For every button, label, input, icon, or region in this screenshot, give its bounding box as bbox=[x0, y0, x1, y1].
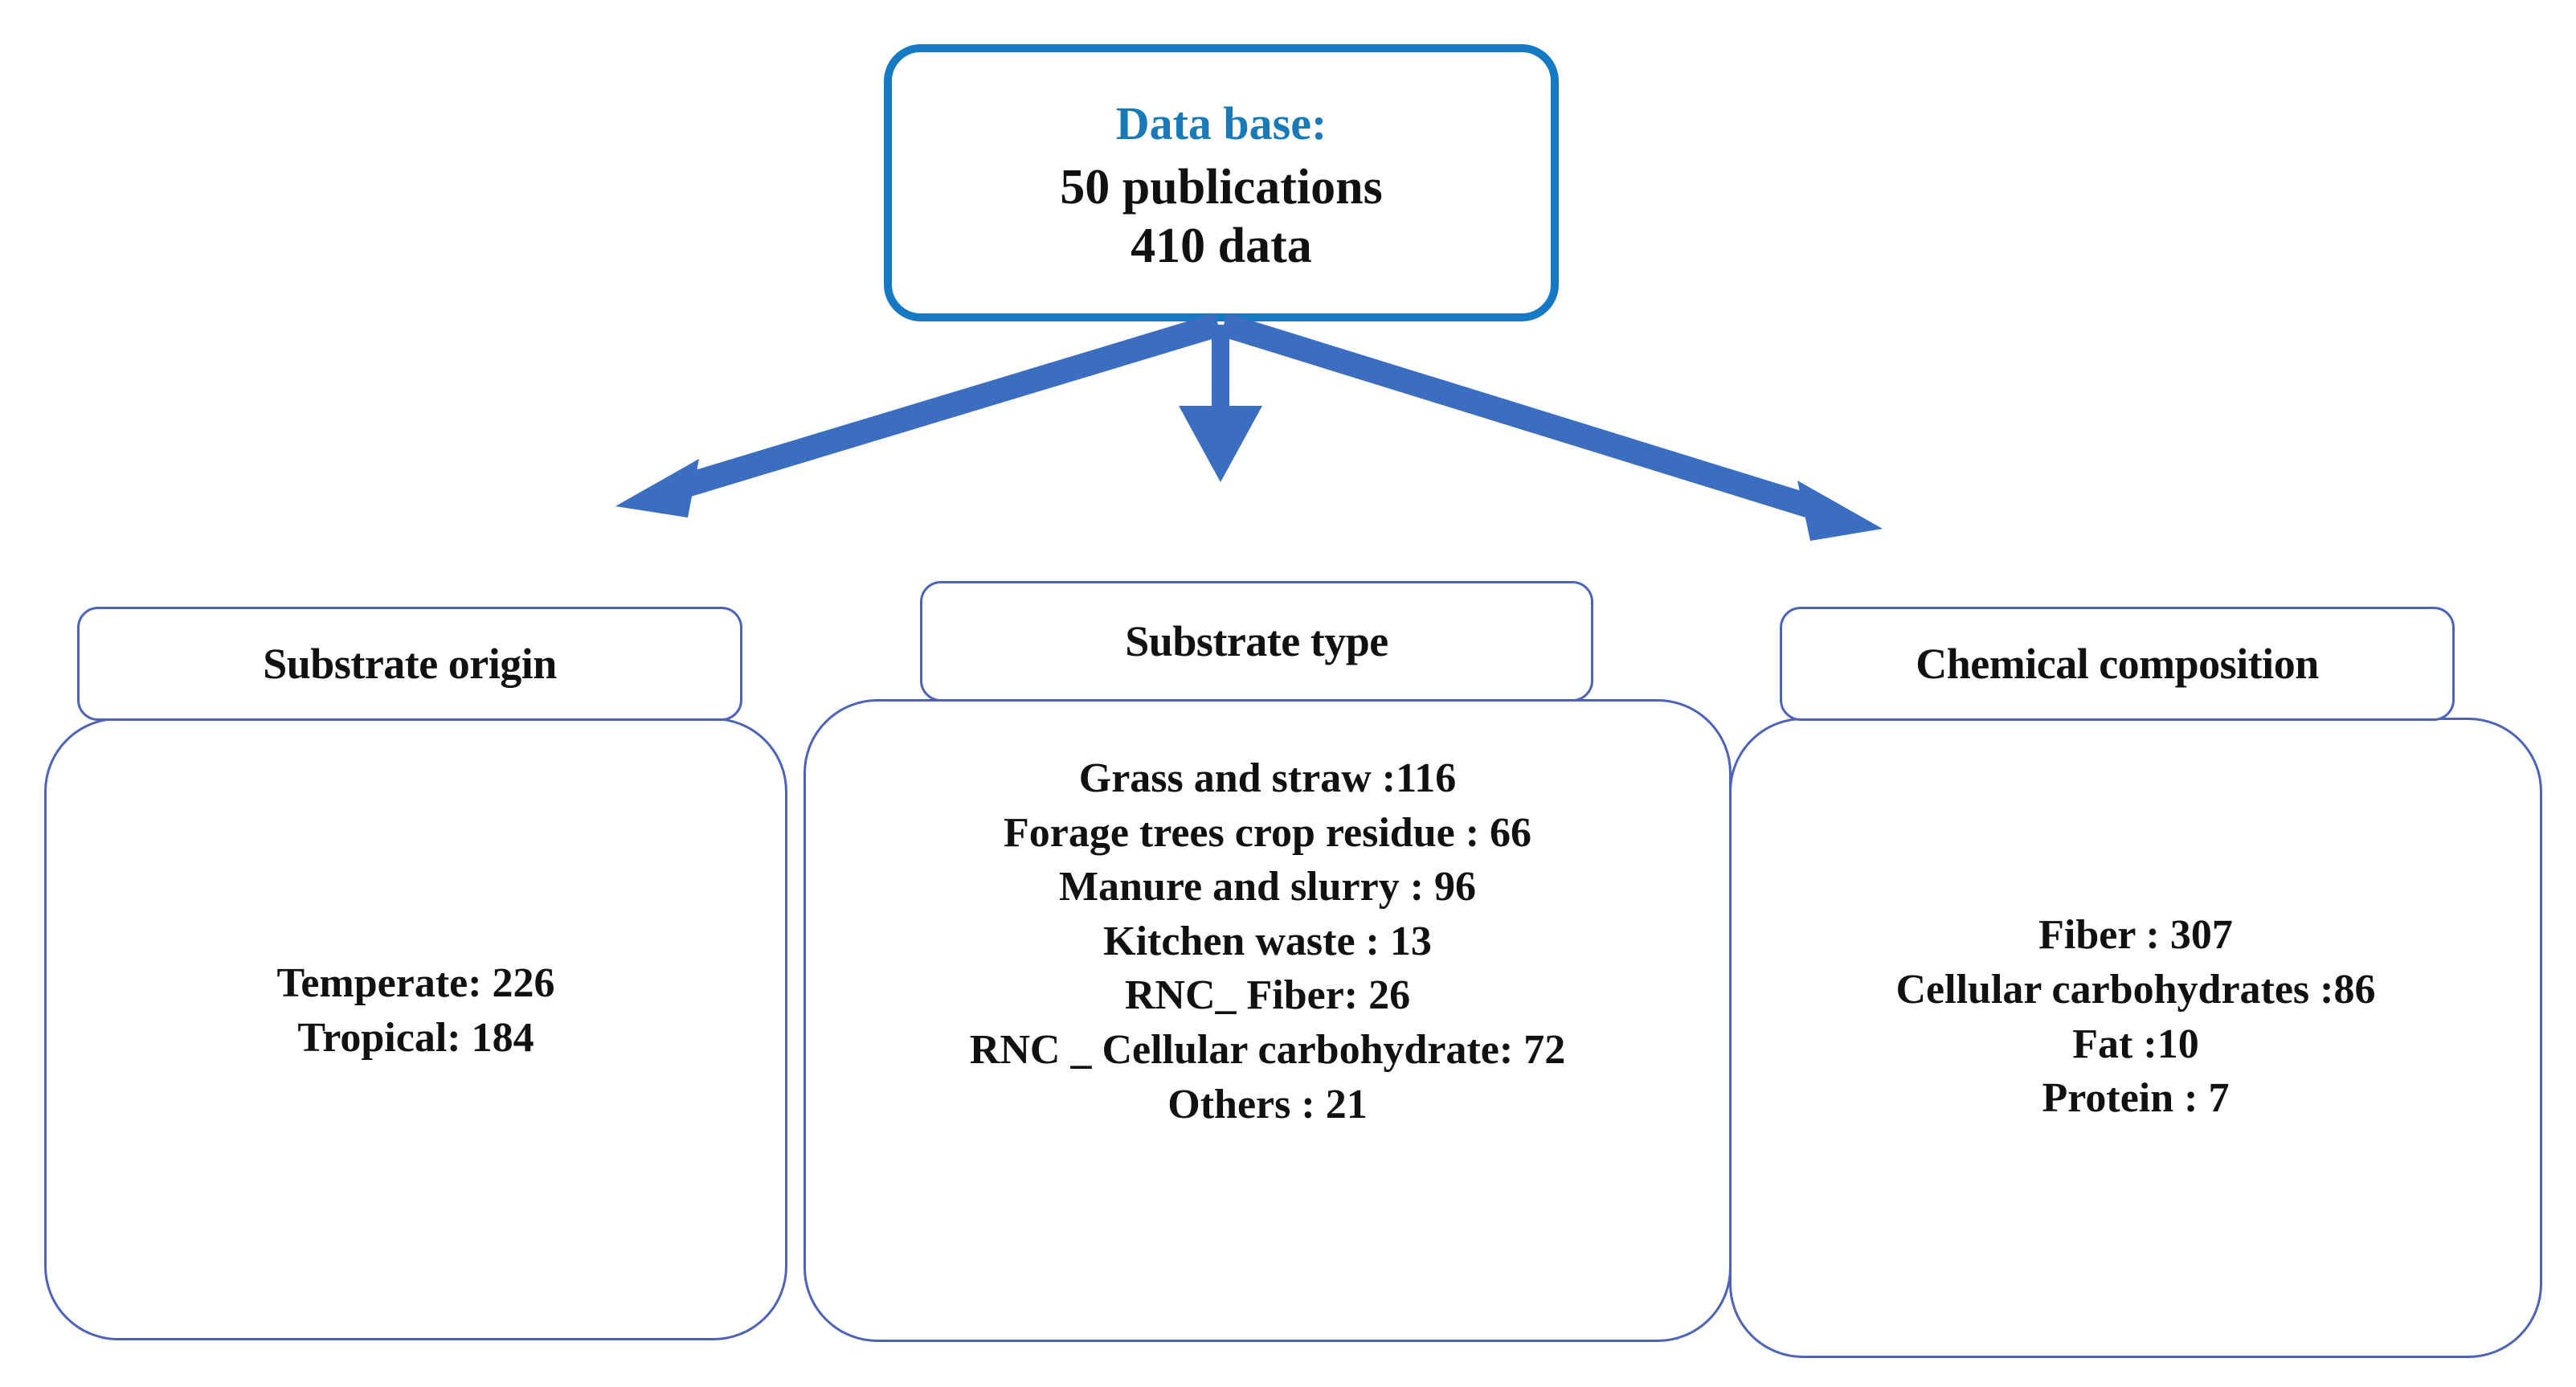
list-item: Fat :10 bbox=[2072, 1021, 2199, 1067]
list-item: Tropical: 184 bbox=[297, 1014, 534, 1061]
list-item: Others : 21 bbox=[1167, 1081, 1368, 1127]
root-node-title: Data base: bbox=[1115, 97, 1327, 150]
root-node-database[interactable]: Data base: 50 publications 410 data bbox=[884, 44, 1559, 321]
list-item: Protein : 7 bbox=[2042, 1075, 2230, 1122]
branch-body-substrate-type[interactable]: Grass and straw :116 Forage trees crop r… bbox=[803, 699, 1732, 1342]
list-item: Manure and slurry : 96 bbox=[1058, 864, 1477, 910]
branch-body-chemical-composition[interactable]: Fiber : 307 Cellular carbohydrates :86 F… bbox=[1729, 718, 2542, 1358]
list-item: Temperate: 226 bbox=[276, 959, 555, 1006]
branch-header-label: Substrate origin bbox=[263, 640, 557, 688]
list-item: Fiber : 307 bbox=[2038, 912, 2233, 959]
root-node-line-data: 410 data bbox=[1131, 218, 1312, 273]
list-item: Kitchen waste : 13 bbox=[1103, 918, 1432, 964]
branch-header-label: Substrate type bbox=[1125, 617, 1388, 665]
arrow-to-chemical-composition bbox=[1220, 313, 1883, 541]
list-item: RNC_ Fiber: 26 bbox=[1124, 972, 1411, 1019]
branch-header-substrate-type[interactable]: Substrate type bbox=[920, 581, 1593, 702]
list-item: RNC _ Cellular carbohydrate: 72 bbox=[969, 1026, 1566, 1073]
list-item: Grass and straw :116 bbox=[1078, 755, 1457, 801]
branch-header-substrate-origin[interactable]: Substrate origin bbox=[77, 607, 742, 721]
branch-body-substrate-origin[interactable]: Temperate: 226 Tropical: 184 bbox=[44, 718, 787, 1340]
root-node-line-publications: 50 publications bbox=[1060, 159, 1383, 215]
branch-header-chemical-composition[interactable]: Chemical composition bbox=[1780, 607, 2455, 721]
arrow-to-substrate-type bbox=[1179, 325, 1262, 482]
branch-header-label: Chemical composition bbox=[1916, 640, 2319, 688]
list-item: Cellular carbohydrates :86 bbox=[1895, 966, 2376, 1013]
arrow-to-substrate-origin bbox=[615, 313, 1222, 518]
list-item: Forage trees crop residue : 66 bbox=[1003, 809, 1532, 856]
